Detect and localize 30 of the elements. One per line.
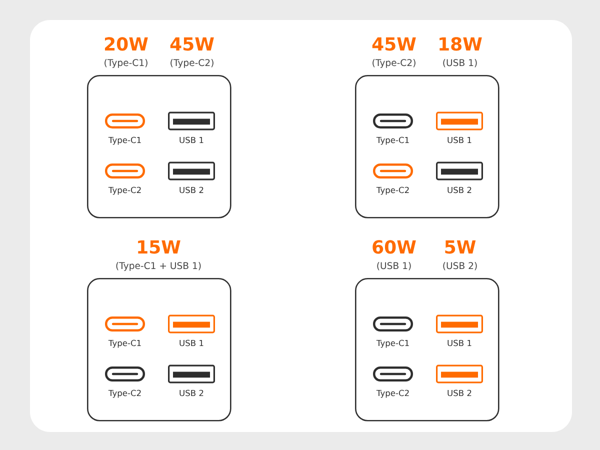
port-caption: (Type-C2): [372, 58, 416, 68]
port-label: Type-C2: [108, 186, 141, 195]
port-label: Type-C1: [108, 136, 141, 145]
power-label: 20W: [104, 37, 148, 51]
power-label: 5W: [445, 240, 476, 254]
port-label: Type-C1: [376, 136, 409, 145]
port-label: USB 2: [448, 186, 472, 194]
power-label: 45W: [372, 37, 416, 51]
port-caption: (USB 1): [377, 262, 411, 270]
port-label: USB 1: [180, 136, 204, 144]
port-label: USB 1: [180, 340, 204, 346]
port-label: Type-C2: [376, 390, 409, 398]
port-label: USB 2: [180, 186, 204, 194]
port-label: USB 2: [448, 390, 472, 396]
port-label: Type-C2: [108, 390, 141, 398]
port-caption: (Type-C1): [104, 58, 148, 68]
power-label: 60W: [372, 240, 416, 254]
port-label: Type-C2: [376, 186, 409, 195]
port-caption: (Type-C2): [170, 58, 214, 68]
power-label: 15W: [138, 240, 180, 254]
port-caption: (USB 2): [443, 262, 477, 270]
port-label: USB 2: [180, 390, 204, 396]
port-label: USB 1: [448, 340, 472, 346]
port-caption: (USB 1): [443, 58, 477, 68]
power-label: 45W: [170, 37, 214, 51]
port-label: USB 1: [448, 136, 472, 144]
port-label: Type-C1: [108, 340, 141, 348]
port-label: Type-C1: [376, 340, 409, 348]
port-caption: (Type-C1 + USB 1): [116, 262, 201, 271]
power-label: 18W: [440, 37, 482, 51]
